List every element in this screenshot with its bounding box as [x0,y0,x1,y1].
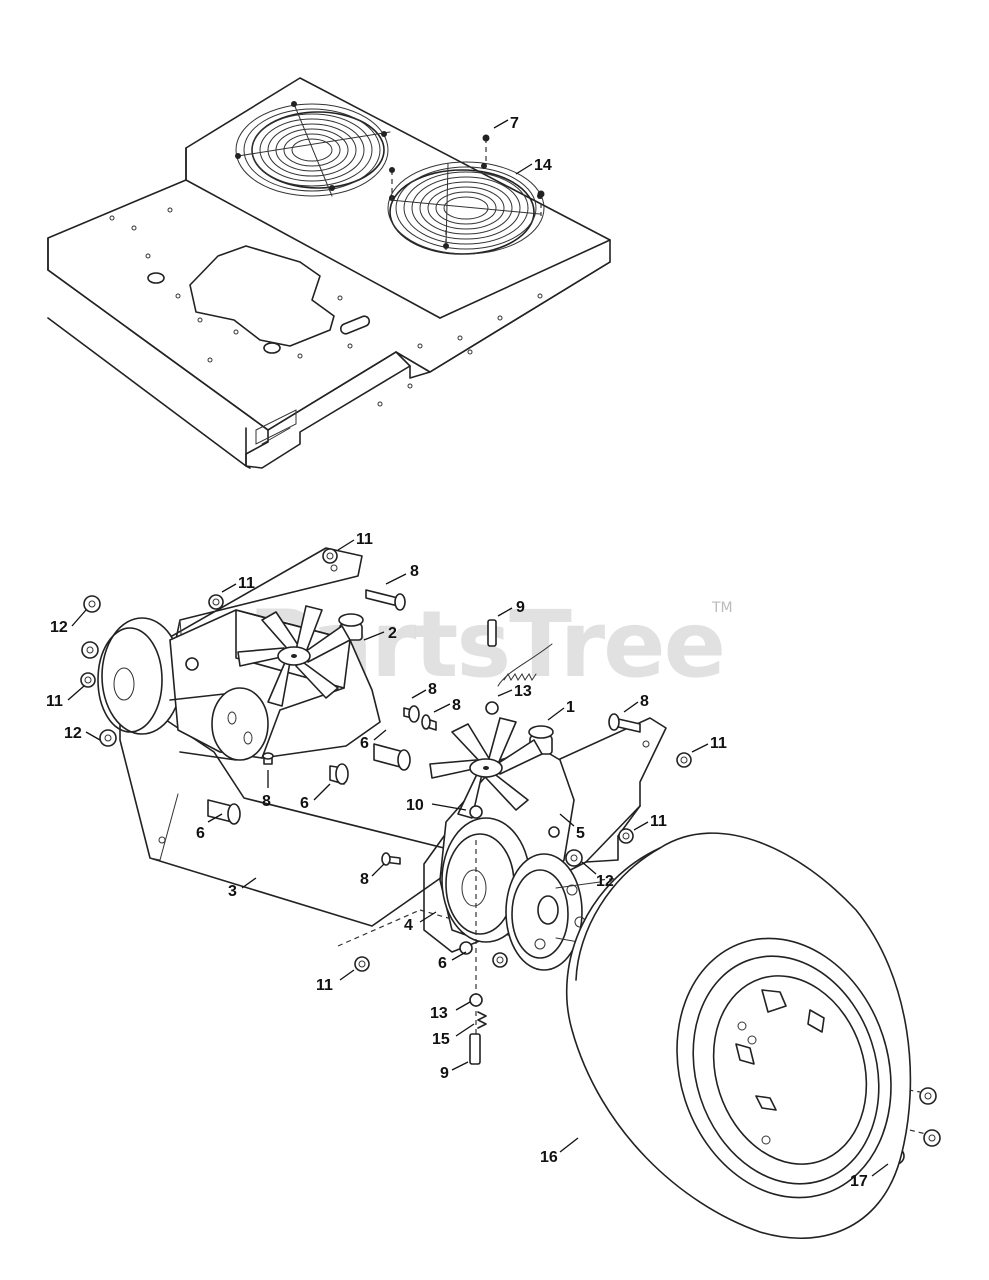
svg-text:11: 11 [316,977,333,994]
svg-text:1: 1 [566,699,575,716]
svg-text:2: 2 [388,625,397,642]
svg-text:15: 15 [432,1031,450,1048]
callout-11-top: 11 [337,531,373,551]
svg-text:12: 12 [596,873,614,890]
callout-7: 7 [493,115,519,132]
svg-text:8: 8 [360,871,369,888]
svg-text:10: 10 [406,797,424,814]
svg-text:17: 17 [850,1173,868,1190]
fan-guard-left [235,101,391,197]
svg-text:6: 6 [360,735,369,752]
callout-11-right-mid: 11 [633,813,667,831]
callout-8-lower: 8 [360,863,385,888]
svg-text:3: 3 [228,883,237,900]
svg-text:13: 13 [430,1005,448,1022]
svg-text:11: 11 [710,735,727,752]
svg-text:6: 6 [300,795,309,812]
watermark-trademark: TM [711,600,733,616]
fasteners [80,548,941,1165]
svg-text:11: 11 [238,575,255,592]
callout-12-right: 12 [581,861,614,890]
svg-text:5: 5 [576,825,585,842]
callout-15: 15 [432,1023,475,1048]
callout-2: 2 [363,625,397,642]
svg-text:4: 4 [404,917,413,934]
callout-11-left: 11 [46,685,85,710]
callout-1: 1 [547,699,575,721]
svg-text:9: 9 [440,1065,449,1082]
svg-text:11: 11 [46,693,63,710]
svg-text:8: 8 [410,563,419,580]
callout-11-right-top: 11 [691,735,727,753]
transaxle-left [97,605,381,761]
callout-10: 10 [406,797,467,814]
callout-5: 5 [559,813,585,842]
callout-8-right: 8 [623,693,649,713]
fan-guard-right [387,161,545,255]
callout-16: 16 [540,1137,579,1166]
svg-text:16: 16 [540,1149,558,1166]
svg-text:12: 12 [50,619,68,636]
svg-text:8: 8 [428,681,437,698]
callout-11-bottom: 11 [316,969,355,994]
callout-17: 17 [850,1163,889,1190]
callout-6-bottom: 6 [438,951,467,972]
svg-text:8: 8 [640,693,649,710]
callout-12-left-bottom: 12 [64,725,101,742]
svg-text:11: 11 [650,813,667,830]
callout-9-bottom: 9 [440,1061,469,1082]
callout-8-mid-a: 8 [411,681,437,699]
fan-right [429,717,543,819]
svg-text:8: 8 [262,793,271,810]
svg-text:14: 14 [534,157,552,174]
svg-text:7: 7 [510,115,519,132]
tire [565,832,912,1239]
svg-text:11: 11 [356,531,373,548]
callout-13-bottom: 13 [430,1001,471,1022]
callout-6-mid: 6 [360,729,387,752]
callout-12-left-top: 12 [50,609,87,636]
svg-text:6: 6 [196,825,205,842]
callout-13-top: 13 [497,683,532,700]
callout-9-top: 9 [497,599,525,617]
transaxle-right [429,717,601,971]
callout-8-mid-b: 8 [433,697,461,714]
callout-8-lower-left: 8 [262,770,271,810]
svg-text:9: 9 [516,599,525,616]
fan-left [237,605,351,707]
callout-4: 4 [404,911,437,934]
callout-6-lower-mid: 6 [300,783,331,812]
callout-6-lower-left: 6 [196,813,223,842]
callout-3: 3 [228,877,257,900]
svg-text:12: 12 [64,725,82,742]
callout-11-upper-left: 11 [221,575,255,593]
screw-7-set [389,134,545,250]
callout-14: 14 [515,157,552,175]
svg-text:8: 8 [452,697,461,714]
chassis-frame [47,77,611,469]
svg-text:13: 13 [514,683,532,700]
callout-8-top: 8 [385,563,419,585]
svg-text:6: 6 [438,955,447,972]
callouts: 7 14 11 8 11 2 9 12 [46,115,889,1190]
